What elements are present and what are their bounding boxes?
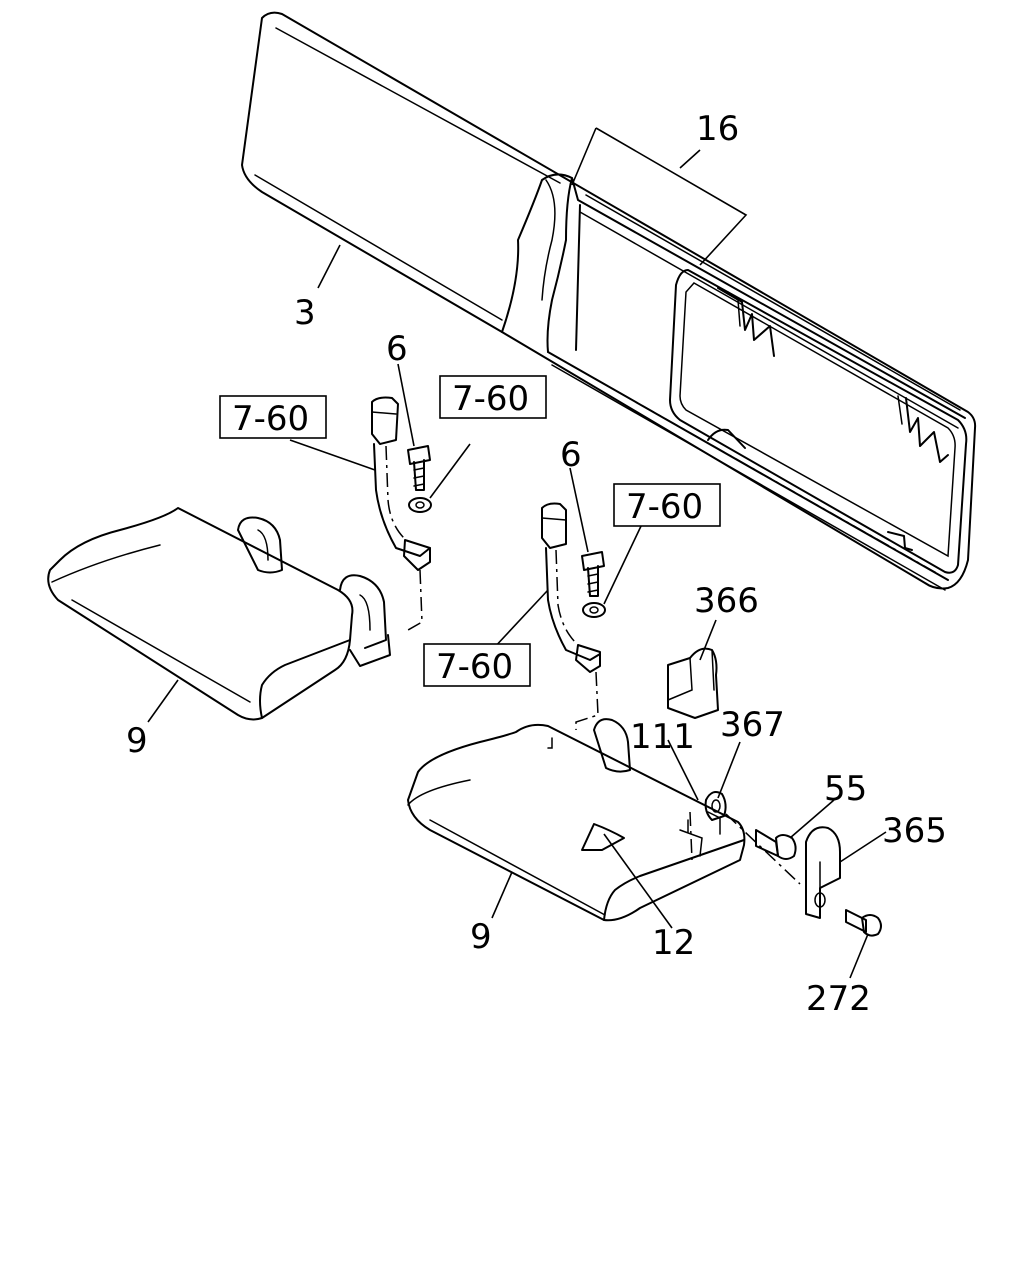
ref-box-belt-left: 7-60 — [219, 395, 327, 439]
svg-text:7-60: 7-60 — [626, 487, 703, 527]
belt-left — [371, 396, 432, 631]
cushion-left — [47, 507, 391, 721]
ref-box-washer-right: 7-60 — [613, 483, 721, 527]
label-9-right: 9 — [470, 917, 492, 957]
cushion-right — [407, 718, 746, 922]
svg-text:7-60: 7-60 — [452, 379, 529, 419]
label-9-left: 9 — [126, 721, 148, 761]
reference-boxes: 7-60 7-60 7-60 7-60 — [219, 375, 721, 687]
label-55: 55 — [824, 769, 867, 809]
label-6-right: 6 — [560, 435, 582, 475]
belt-right — [541, 502, 606, 730]
callouts: 3 16 6 6 9 9 12 366 367 111 55 365 272 — [126, 109, 947, 1019]
ref-box-belt-right: 7-60 — [423, 643, 531, 687]
svg-text:7-60: 7-60 — [232, 399, 309, 439]
label-366: 366 — [694, 581, 759, 621]
label-365: 365 — [882, 811, 947, 851]
ref-box-washer-left: 7-60 — [439, 375, 547, 419]
label-16: 16 — [696, 109, 739, 149]
label-272: 272 — [806, 979, 871, 1019]
hinge-hardware — [667, 647, 882, 937]
label-111: 111 — [630, 717, 695, 757]
label-367: 367 — [720, 705, 785, 745]
svg-text:7-60: 7-60 — [436, 647, 513, 687]
label-12: 12 — [652, 923, 695, 963]
label-3: 3 — [294, 293, 316, 333]
leader-lines — [147, 127, 887, 979]
label-6-left: 6 — [386, 329, 408, 369]
seat-back — [241, 11, 977, 591]
